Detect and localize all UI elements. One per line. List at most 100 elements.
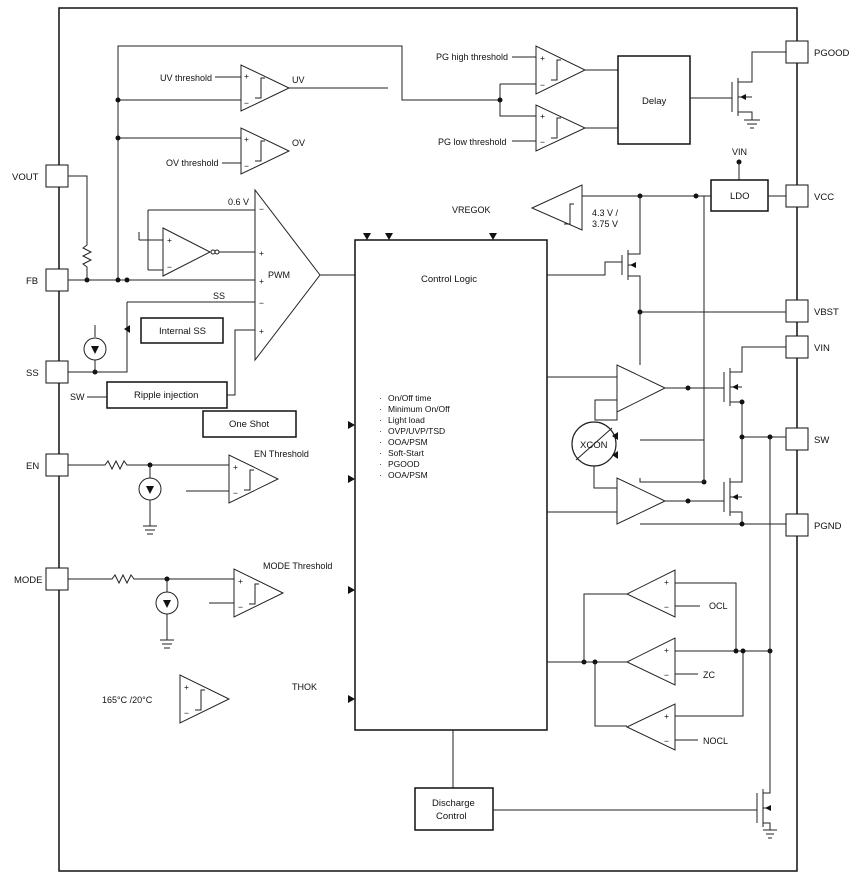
ov-threshold-label: OV threshold (166, 158, 219, 168)
xcon-label: XCON (580, 440, 608, 451)
discharge-mosfet (756, 789, 777, 839)
ldo-block (710, 179, 769, 212)
mode-current-source (155, 591, 179, 615)
nocl-comparator: + − (625, 703, 676, 751)
control-item: Soft-Start (388, 448, 425, 458)
pin-mode-label: MODE (14, 575, 43, 586)
svg-text:−: − (259, 204, 264, 214)
svg-text:·: · (379, 437, 382, 447)
thermal-comparator: + − (179, 674, 231, 724)
uvlo-threshold-1: 4.3 V / (592, 208, 619, 218)
control-item: OVP/UVP/TSD (388, 426, 445, 436)
ripple-injection-label: Ripple injection (134, 390, 198, 401)
pg-high-threshold-label: PG high threshold (436, 52, 508, 62)
pin-vin[interactable]: VIN (785, 335, 830, 359)
svg-text:−: − (540, 80, 545, 90)
pin-sw[interactable]: SW (785, 427, 829, 451)
svg-text:−: − (184, 708, 189, 718)
pwm-label: PWM (268, 270, 290, 280)
one-shot-block (202, 410, 297, 438)
en-comparator: + − (228, 454, 280, 504)
uv-label: UV (292, 75, 305, 85)
svg-text:+: + (259, 326, 264, 336)
pwm-comparator: − + + − + (254, 188, 321, 362)
ov-comparator: + − (240, 127, 291, 175)
ocl-comparator: + − (625, 569, 676, 618)
high-side-mosfet (723, 346, 786, 437)
svg-text:+: + (167, 235, 172, 245)
pin-vout[interactable]: VOUT (12, 164, 69, 188)
pin-pgood[interactable]: PGOOD (785, 40, 850, 64)
pin-vbst-label: VBST (814, 307, 839, 318)
discharge-control-block (414, 787, 494, 831)
ss-internal-label: SS (213, 291, 225, 301)
svg-text:−: − (540, 137, 545, 147)
pin-vin-label: VIN (814, 343, 830, 354)
error-amplifier: + − (162, 227, 220, 277)
control-logic-label: Control Logic (421, 274, 477, 285)
ov-label: OV (292, 138, 305, 148)
svg-text:−: − (244, 98, 249, 108)
svg-text:+: + (664, 711, 669, 721)
svg-text:·: · (379, 415, 382, 425)
control-item: Minimum On/Off (388, 404, 450, 414)
svg-text:+: + (184, 682, 189, 692)
pin-ss[interactable]: SS (26, 360, 69, 384)
pin-pgnd[interactable]: PGND (785, 513, 842, 537)
pg-high-comparator: + − (535, 45, 587, 95)
svg-text:·: · (379, 470, 382, 480)
control-item: PGOOD (388, 459, 420, 469)
pg-low-comparator: + − (535, 104, 587, 152)
pin-pgnd-label: PGND (814, 521, 842, 532)
control-logic-block (354, 239, 548, 731)
uv-comparator: + − (240, 64, 291, 112)
svg-text:·: · (379, 459, 382, 469)
discharge-label-2: Control (436, 811, 467, 822)
control-item: OOA/PSM (388, 470, 428, 480)
pin-vcc[interactable]: VCC (785, 184, 834, 208)
svg-text:+: + (244, 71, 249, 81)
svg-text:+: + (259, 248, 264, 258)
ss-current-source (83, 325, 107, 372)
vcc-boost-mosfet (621, 196, 641, 312)
zc-label: ZC (703, 670, 715, 680)
pin-vcc-label: VCC (814, 192, 834, 203)
svg-text:+: + (244, 134, 249, 144)
delay-label: Delay (642, 96, 667, 107)
svg-text:+: + (540, 111, 545, 121)
mode-threshold-label: MODE Threshold (263, 561, 332, 571)
pin-fb[interactable]: FB (26, 268, 69, 292)
svg-text:+: + (238, 576, 243, 586)
svg-text:−: − (233, 488, 238, 498)
svg-text:·: · (379, 448, 382, 458)
vin-top-label: VIN (732, 147, 747, 157)
pin-ss-label: SS (26, 368, 39, 379)
svg-text:+: + (664, 577, 669, 587)
pin-mode[interactable]: MODE (14, 567, 69, 591)
svg-text:+: + (233, 462, 238, 472)
ripple-injection-block (106, 381, 228, 409)
thok-label: THOK (292, 682, 317, 692)
svg-text:·: · (379, 404, 382, 414)
pg-low-threshold-label: PG low threshold (438, 137, 507, 147)
pgood-mosfet (731, 51, 786, 129)
pin-en[interactable]: EN (26, 453, 69, 477)
control-item: On/Off time (388, 393, 432, 403)
svg-text:·: · (379, 426, 382, 436)
ref-06v-label: 0.6 V (228, 197, 249, 207)
zc-comparator: + − (625, 637, 676, 686)
control-item: OOA/PSM (388, 437, 428, 447)
pin-vout-label: VOUT (12, 172, 39, 183)
low-side-mosfet (723, 437, 743, 524)
svg-text:+: + (259, 276, 264, 286)
pin-pgood-label: PGOOD (814, 48, 850, 59)
pin-vbst[interactable]: VBST (785, 299, 839, 323)
xcon-block: XCON (571, 421, 617, 467)
mode-comparator: + − (233, 568, 285, 618)
high-side-driver (616, 364, 667, 413)
discharge-label-1: Discharge (432, 798, 475, 809)
svg-text:·: · (379, 393, 382, 403)
pin-en-label: EN (26, 461, 39, 472)
internal-ss-block (140, 317, 224, 344)
